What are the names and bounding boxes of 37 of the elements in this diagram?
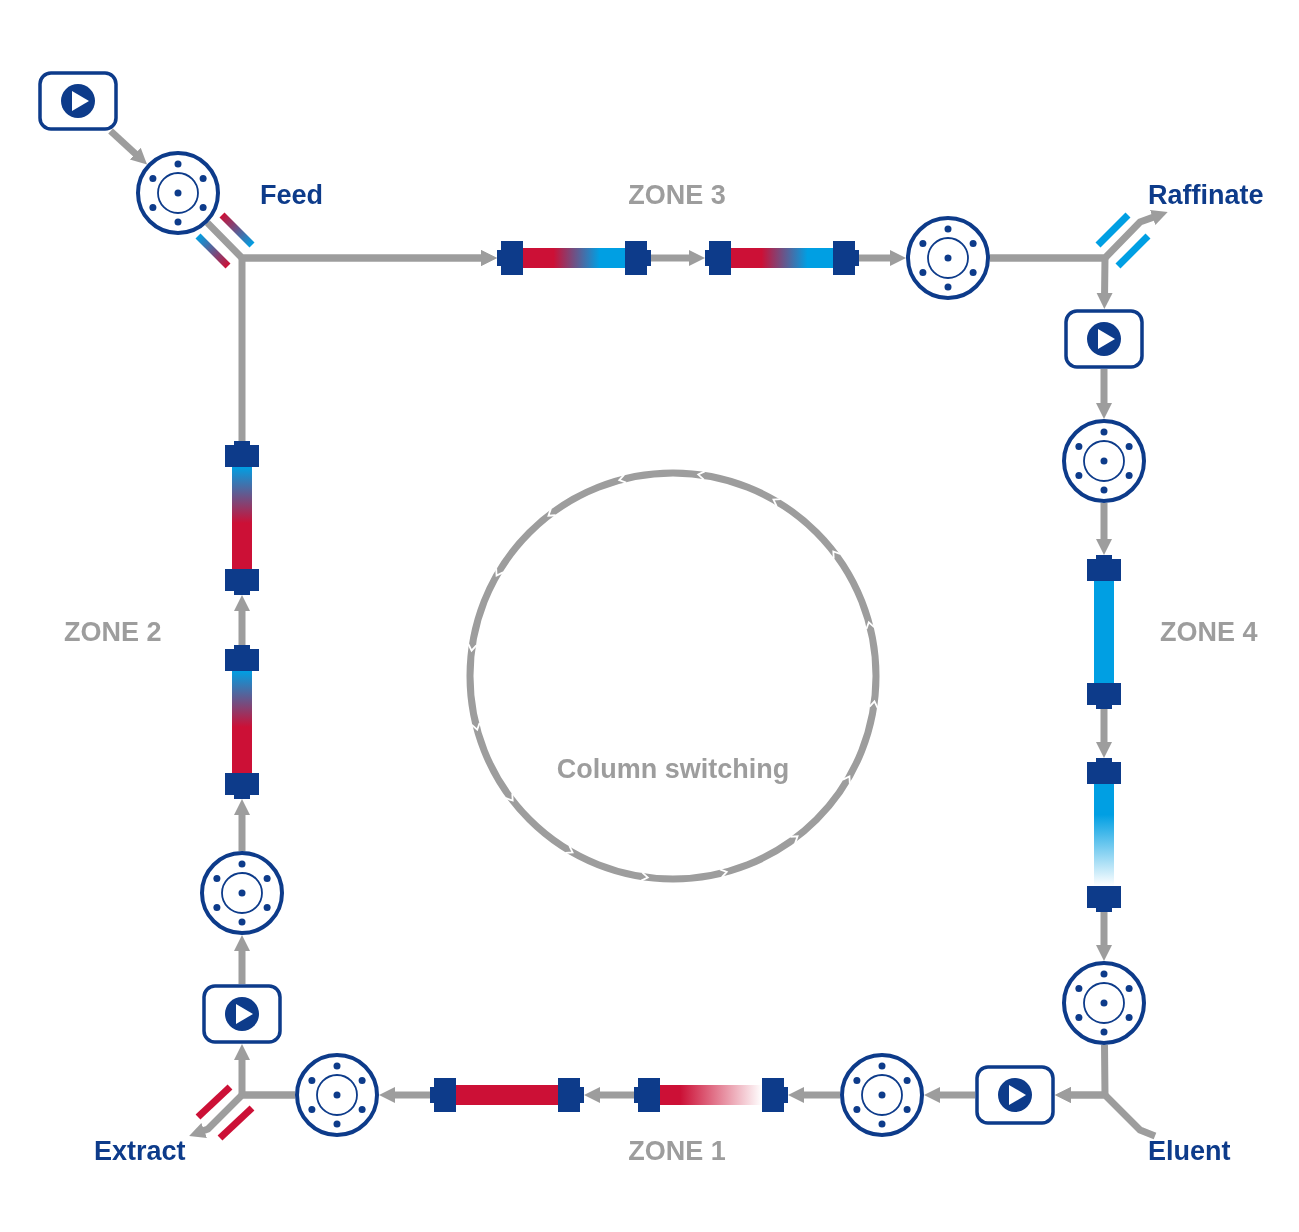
stream-label: Extract (94, 1138, 186, 1165)
stream-label: Raffinate (1148, 182, 1264, 209)
column-drawing (430, 1076, 584, 1114)
zone-label: ZONE 2 (64, 619, 162, 646)
column-drawing (497, 239, 651, 277)
zone-label: ZONE 4 (1160, 619, 1258, 646)
valve-icon (904, 214, 992, 302)
zone-label: ZONE 3 (628, 182, 726, 209)
stream-label: Eluent (1148, 1138, 1231, 1165)
pump-icon (1064, 309, 1144, 369)
column-drawing (1085, 758, 1123, 912)
column-drawing (634, 1076, 788, 1114)
column-drawing (1085, 555, 1123, 709)
valve-icon (134, 149, 222, 237)
stream-label: Feed (260, 182, 324, 209)
pipe-arrow (1055, 1087, 1157, 1140)
zone-label: ZONE 1 (628, 1138, 726, 1165)
pipe-arrow (234, 799, 250, 851)
pump-icon (38, 71, 118, 131)
pump-icon (202, 984, 282, 1044)
pump-icon (975, 1065, 1055, 1125)
column-drawing (223, 645, 261, 799)
valve-icon (1060, 417, 1148, 505)
pipe-arrow (924, 1087, 975, 1103)
valve-icon (1060, 959, 1148, 1047)
valve-icon (293, 1051, 381, 1139)
column-drawing (705, 239, 859, 277)
pipe-arrow (234, 935, 250, 984)
node-label: Column switching (556, 756, 790, 783)
valve-icon (198, 849, 286, 937)
pipe-arrow (189, 1091, 295, 1138)
valve-icon (838, 1051, 926, 1139)
pipe-arrow (788, 1087, 840, 1103)
column-drawing (223, 441, 261, 595)
pipe-arrow (990, 209, 1168, 262)
pipe-arrow (1096, 369, 1112, 419)
pipe-arrow (1096, 503, 1112, 555)
